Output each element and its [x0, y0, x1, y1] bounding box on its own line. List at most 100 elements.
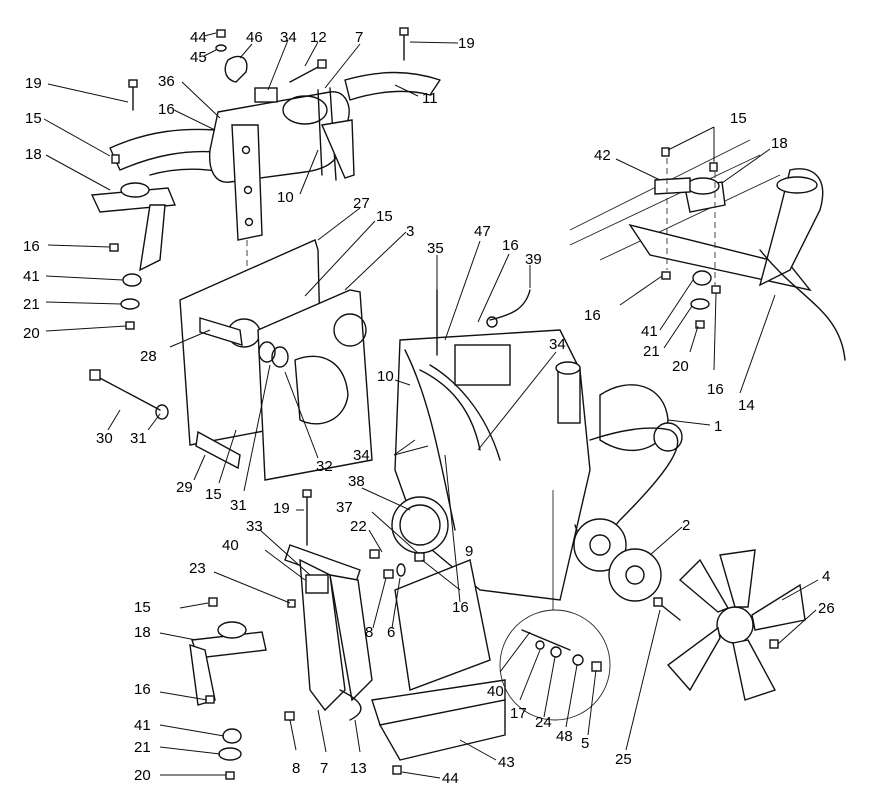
part-callout-22: 22 [350, 518, 367, 535]
bolt-head [369, 549, 380, 559]
fan-blade [732, 639, 777, 701]
muffler-clamp-strap [317, 89, 323, 176]
part-callout-24: 24 [535, 714, 552, 731]
mount-bracket-strap [654, 177, 691, 195]
fan-bolt [769, 639, 779, 649]
part-callout-7: 7 [320, 760, 328, 777]
part-callout-19: 19 [273, 500, 290, 517]
fan-blade [719, 549, 756, 608]
part-callout-38: 38 [348, 473, 365, 490]
mount-bracket-leg [139, 204, 166, 272]
part-callout-8: 8 [365, 624, 373, 641]
frame-tube-top [776, 176, 818, 194]
part-callout-43: 43 [498, 754, 515, 771]
bolt-head [208, 597, 218, 607]
bolt-head [284, 711, 295, 721]
nut [661, 271, 671, 280]
foot-plate-front [378, 699, 506, 761]
throttle-switch [305, 574, 329, 594]
frame-curve [759, 249, 846, 361]
washer [396, 563, 406, 577]
bracket-hole [241, 145, 251, 155]
engine-filler-neck [557, 367, 581, 424]
engine-mount-plates [89, 239, 373, 481]
engine [391, 289, 683, 621]
nut [711, 285, 721, 294]
fan-pulley [608, 548, 662, 602]
part-callout-16: 16 [134, 681, 151, 698]
part-callout-45: 45 [190, 49, 207, 66]
part-callout-2: 2 [682, 517, 690, 534]
part-callout-31: 31 [130, 430, 147, 447]
part-callout-1: 1 [714, 418, 722, 435]
part-callout-34: 34 [280, 29, 297, 46]
rubber-mount [217, 621, 247, 639]
bolt-head [216, 29, 226, 38]
fan-hub [716, 606, 754, 644]
pedal-arm-side [329, 574, 373, 702]
muffler-side-bracket [321, 119, 355, 179]
part-callout-48: 48 [556, 728, 573, 745]
part-callout-41: 41 [23, 268, 40, 285]
right-frame-mount [569, 139, 846, 361]
exhaust-inlet-pipe [109, 128, 216, 171]
part-callout-21: 21 [23, 296, 40, 313]
mount-top [686, 177, 720, 195]
bracket-hole [244, 217, 254, 227]
washer [120, 298, 140, 310]
part-callout-8: 8 [292, 760, 300, 777]
bolt-shank [289, 65, 321, 83]
washer [218, 747, 242, 761]
part-callout-9: 9 [465, 543, 473, 560]
part-callout-19: 19 [458, 35, 475, 52]
alternator-pulley [653, 422, 683, 452]
bracket-hole [243, 185, 253, 195]
bolt-head [661, 147, 670, 157]
part-callout-16: 16 [707, 381, 724, 398]
nut [414, 552, 425, 562]
part-callout-15: 15 [730, 110, 747, 127]
nut [695, 320, 705, 329]
fan-blade [678, 558, 730, 613]
part-callout-18: 18 [771, 135, 788, 152]
part-callout-20: 20 [134, 767, 151, 784]
washer [572, 654, 584, 666]
part-callout-16: 16 [452, 599, 469, 616]
part-callout-32: 32 [316, 458, 333, 475]
part-callout-29: 29 [176, 479, 193, 496]
engine-cylinder-head [454, 344, 511, 386]
part-callout-12: 12 [310, 29, 327, 46]
bolt-shank [659, 603, 681, 621]
fuel-line [419, 369, 481, 451]
part-callout-14: 14 [738, 397, 755, 414]
part-callout-40: 40 [487, 683, 504, 700]
part-callout-17: 17 [510, 705, 527, 722]
bolt-head [392, 765, 402, 775]
part-callout-44: 44 [442, 770, 459, 787]
nut [205, 695, 215, 704]
bushing [271, 346, 289, 368]
leader-lines [43, 32, 819, 779]
cooling-fan [666, 549, 806, 701]
spacer-tube [195, 430, 241, 470]
throttle-spring [339, 689, 362, 721]
part-callout-15: 15 [376, 208, 393, 225]
part-callout-21: 21 [134, 739, 151, 756]
pedal-arm [299, 558, 346, 712]
part-callout-16: 16 [158, 101, 175, 118]
part-callout-30: 30 [96, 430, 113, 447]
bolt-head [653, 597, 663, 607]
muffler-bracket-plate [231, 124, 263, 241]
fan-blade [666, 626, 721, 692]
frame-upright [758, 168, 824, 287]
plate-opening [333, 313, 367, 347]
frame-rail [599, 174, 781, 261]
washer [690, 298, 710, 310]
part-callout-23: 23 [189, 560, 206, 577]
bolt-head [399, 27, 409, 36]
part-callout-13: 13 [350, 760, 367, 777]
part-callout-21: 21 [643, 343, 660, 360]
part-callout-16: 16 [23, 238, 40, 255]
